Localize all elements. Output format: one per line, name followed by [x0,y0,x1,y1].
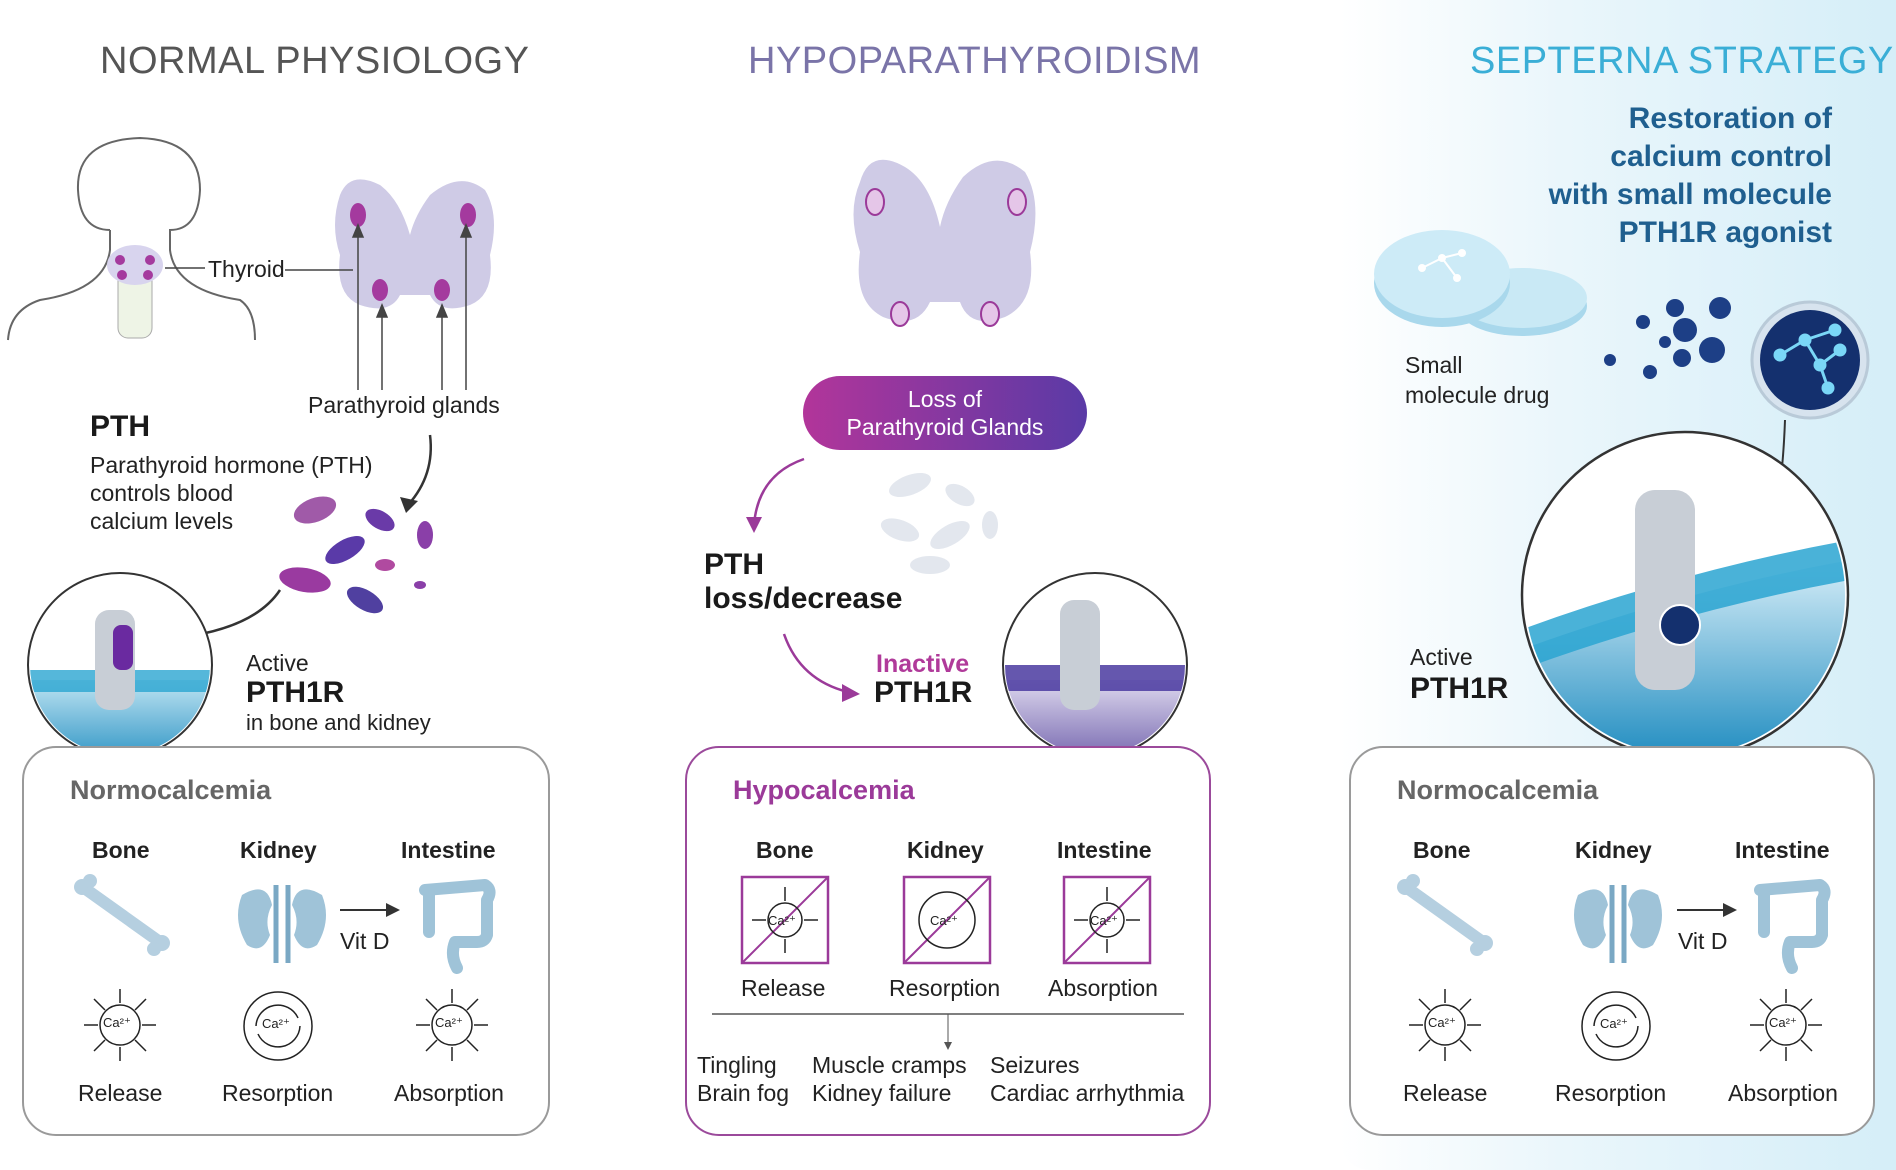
ca-ion-label-absorption: Ca²⁺ [435,1015,463,1030]
hypo-ca-ion-label-absorption: Ca²⁺ [1090,913,1118,928]
septerna-vitd-label: Vit D [1678,928,1728,954]
hypo-process-release-label: Release [741,975,826,1001]
pth-loss-arrow [782,633,860,702]
tagline-line-3: with small molecule [1548,178,1832,211]
septerna-normocalcemia-title: Normocalcemia [1397,775,1599,805]
pth-heading: PTH [90,410,150,443]
septerna-strategy-title: SEPTERNA STRATEGY [1470,40,1894,82]
loss-of-parathyroid-pill: Loss of Parathyroid Glands [803,376,1087,450]
organ-intestine-label: Intestine [401,837,496,863]
tagline-line-2: calcium control [1610,140,1832,173]
vitd-label: Vit D [340,928,390,954]
septerna-kidney-icon [1574,885,1662,963]
hypo-pth1r-label: PTH1R [874,676,973,709]
septerna-vitd-arrow-icon [1677,903,1737,917]
septerna-ca-ion-label-release: Ca²⁺ [1428,1015,1456,1030]
thyroid-pointer-line [285,269,353,271]
process-resorption-label: Resorption [222,1080,334,1106]
symptom-seizures: Seizures [990,1052,1080,1078]
bone-kidney-label: in bone and kidney [246,710,431,735]
septerna-process-absorption-label: Absorption [1728,1080,1838,1106]
pill-line-2: Parathyroid Glands [846,414,1044,440]
ca-ion-label-resorption: Ca²⁺ [262,1016,290,1031]
bone-icon [74,874,170,956]
hypo-organ-bone-label: Bone [756,837,814,863]
pill-tablets-icon [1374,230,1587,336]
parathyroid-arrows [351,223,473,390]
septerna-bone-icon [1397,874,1493,956]
symptom-kidney-failure: Kidney failure [812,1080,952,1106]
septerna-pth1r-label: PTH1R [1410,672,1509,705]
impaired-resorption-icon [902,875,992,965]
kidney-icon [238,885,326,963]
tagline-line-1: Restoration of [1628,102,1832,135]
thyroid-gland-icon [335,179,494,309]
impaired-absorption-icon [1062,875,1152,965]
intestine-icon [419,879,496,974]
ca-ion-label-release: Ca²⁺ [103,1015,131,1030]
process-release-label: Release [78,1080,163,1106]
active-label: Active [246,650,309,676]
septerna-ca-release-icon [1409,989,1481,1061]
pth-loss-line-2: loss/decrease [704,582,903,615]
normal-physiology-title: NORMAL PHYSIOLOGY [100,40,530,82]
hypo-organ-intestine-label: Intestine [1057,837,1152,863]
symptom-cardiac-arrhythmia: Cardiac arrhythmia [990,1080,1185,1106]
molecule-zoom-icon [1750,300,1870,420]
normocalcemia-title: Normocalcemia [70,775,272,805]
septerna-process-resorption-label: Resorption [1555,1080,1667,1106]
septerna-receptor-membrane-icon [1520,430,1850,760]
inactive-label: Inactive [876,650,970,678]
hypo-thyroid-gland-icon [853,159,1036,327]
hypo-ca-ion-label-resorption: Ca²⁺ [930,913,958,928]
impaired-release-icon [740,875,830,965]
organ-bone-label: Bone [92,837,150,863]
inactive-receptor-membrane-icon [1002,572,1188,758]
active-receptor-membrane-icon [27,572,213,758]
pth-desc-line-1: Parathyroid hormone (PTH) [90,452,373,478]
symptoms-divider [712,1013,1184,1050]
pill-down-arrow [746,457,805,533]
symptom-muscle-cramps: Muscle cramps [812,1052,967,1078]
hypo-process-resorption-label: Resorption [889,975,1001,1001]
septerna-ca-ion-label-resorption: Ca²⁺ [1600,1016,1628,1031]
hypoparathyroidism-title: HYPOPARATHYROIDISM [748,40,1202,82]
pth-loss-line-1: PTH [704,548,764,581]
ca-resorption-icon [243,991,313,1061]
pth-flow-arrow [400,434,432,513]
ca-absorption-icon [416,989,488,1061]
human-head-outline-icon [7,136,256,341]
vitd-arrow-icon [340,903,400,917]
pill-line-1: Loss of [907,386,983,412]
organ-kidney-label: Kidney [240,837,317,863]
small-molecules-icon [1604,297,1731,379]
pth-desc-line-2: controls blood [90,480,234,506]
faded-pth-molecules-icon [880,472,998,574]
drug-label-line-2: molecule drug [1405,382,1550,408]
septerna-ca-resorption-icon [1581,991,1651,1061]
ca-release-icon [84,989,156,1061]
tagline-line-4: PTH1R agonist [1618,216,1832,249]
drug-label-line-1: Small [1405,352,1463,378]
process-absorption-label: Absorption [394,1080,504,1106]
pth1r-label: PTH1R [246,676,345,709]
septerna-organ-kidney-label: Kidney [1575,837,1652,863]
pth-desc-line-3: calcium levels [90,508,234,534]
septerna-ca-ion-label-absorption: Ca²⁺ [1769,1015,1797,1030]
pth-hormone-molecules-icon [279,496,433,614]
septerna-organ-intestine-label: Intestine [1735,837,1830,863]
septerna-active-label: Active [1410,644,1473,670]
septerna-process-release-label: Release [1403,1080,1488,1106]
symptom-tingling: Tingling [697,1052,777,1078]
hypo-organ-kidney-label: Kidney [907,837,984,863]
hypocalcemia-title: Hypocalcemia [733,775,915,805]
parathyroid-glands-label: Parathyroid glands [308,392,500,418]
septerna-ca-absorption-icon [1750,989,1822,1061]
hypo-ca-ion-label-release: Ca²⁺ [768,913,796,928]
thyroid-label: Thyroid [208,256,285,282]
septerna-intestine-icon [1754,879,1831,974]
septerna-organ-bone-label: Bone [1413,837,1471,863]
symptom-brain-fog: Brain fog [697,1080,790,1106]
hypo-process-absorption-label: Absorption [1048,975,1158,1001]
